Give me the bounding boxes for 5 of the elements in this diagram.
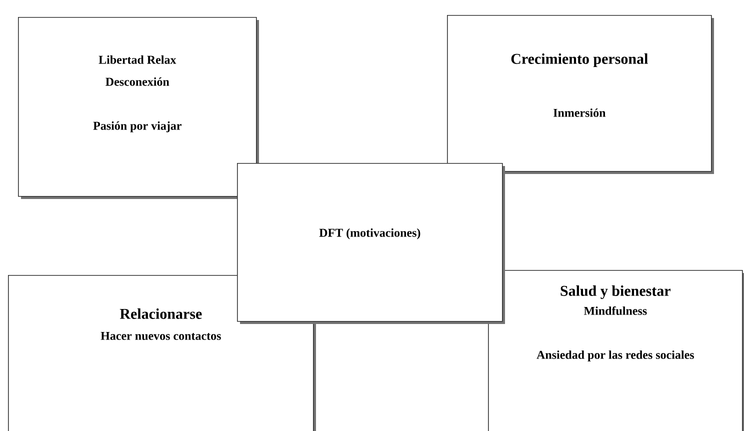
text-box: Relacionarse Hacer nuevos contactos — [8, 275, 316, 431]
text-box: Salud y bienestar Mindfulness Ansiedad por las redes sociales — [488, 270, 744, 431]
text-box: Crecimiento personal Inmersión — [447, 15, 714, 174]
center-box: DFT (motivaciones) — [237, 163, 505, 324]
text-box: Libertad Relax Desconexión Pasión por viajar — [18, 17, 259, 199]
